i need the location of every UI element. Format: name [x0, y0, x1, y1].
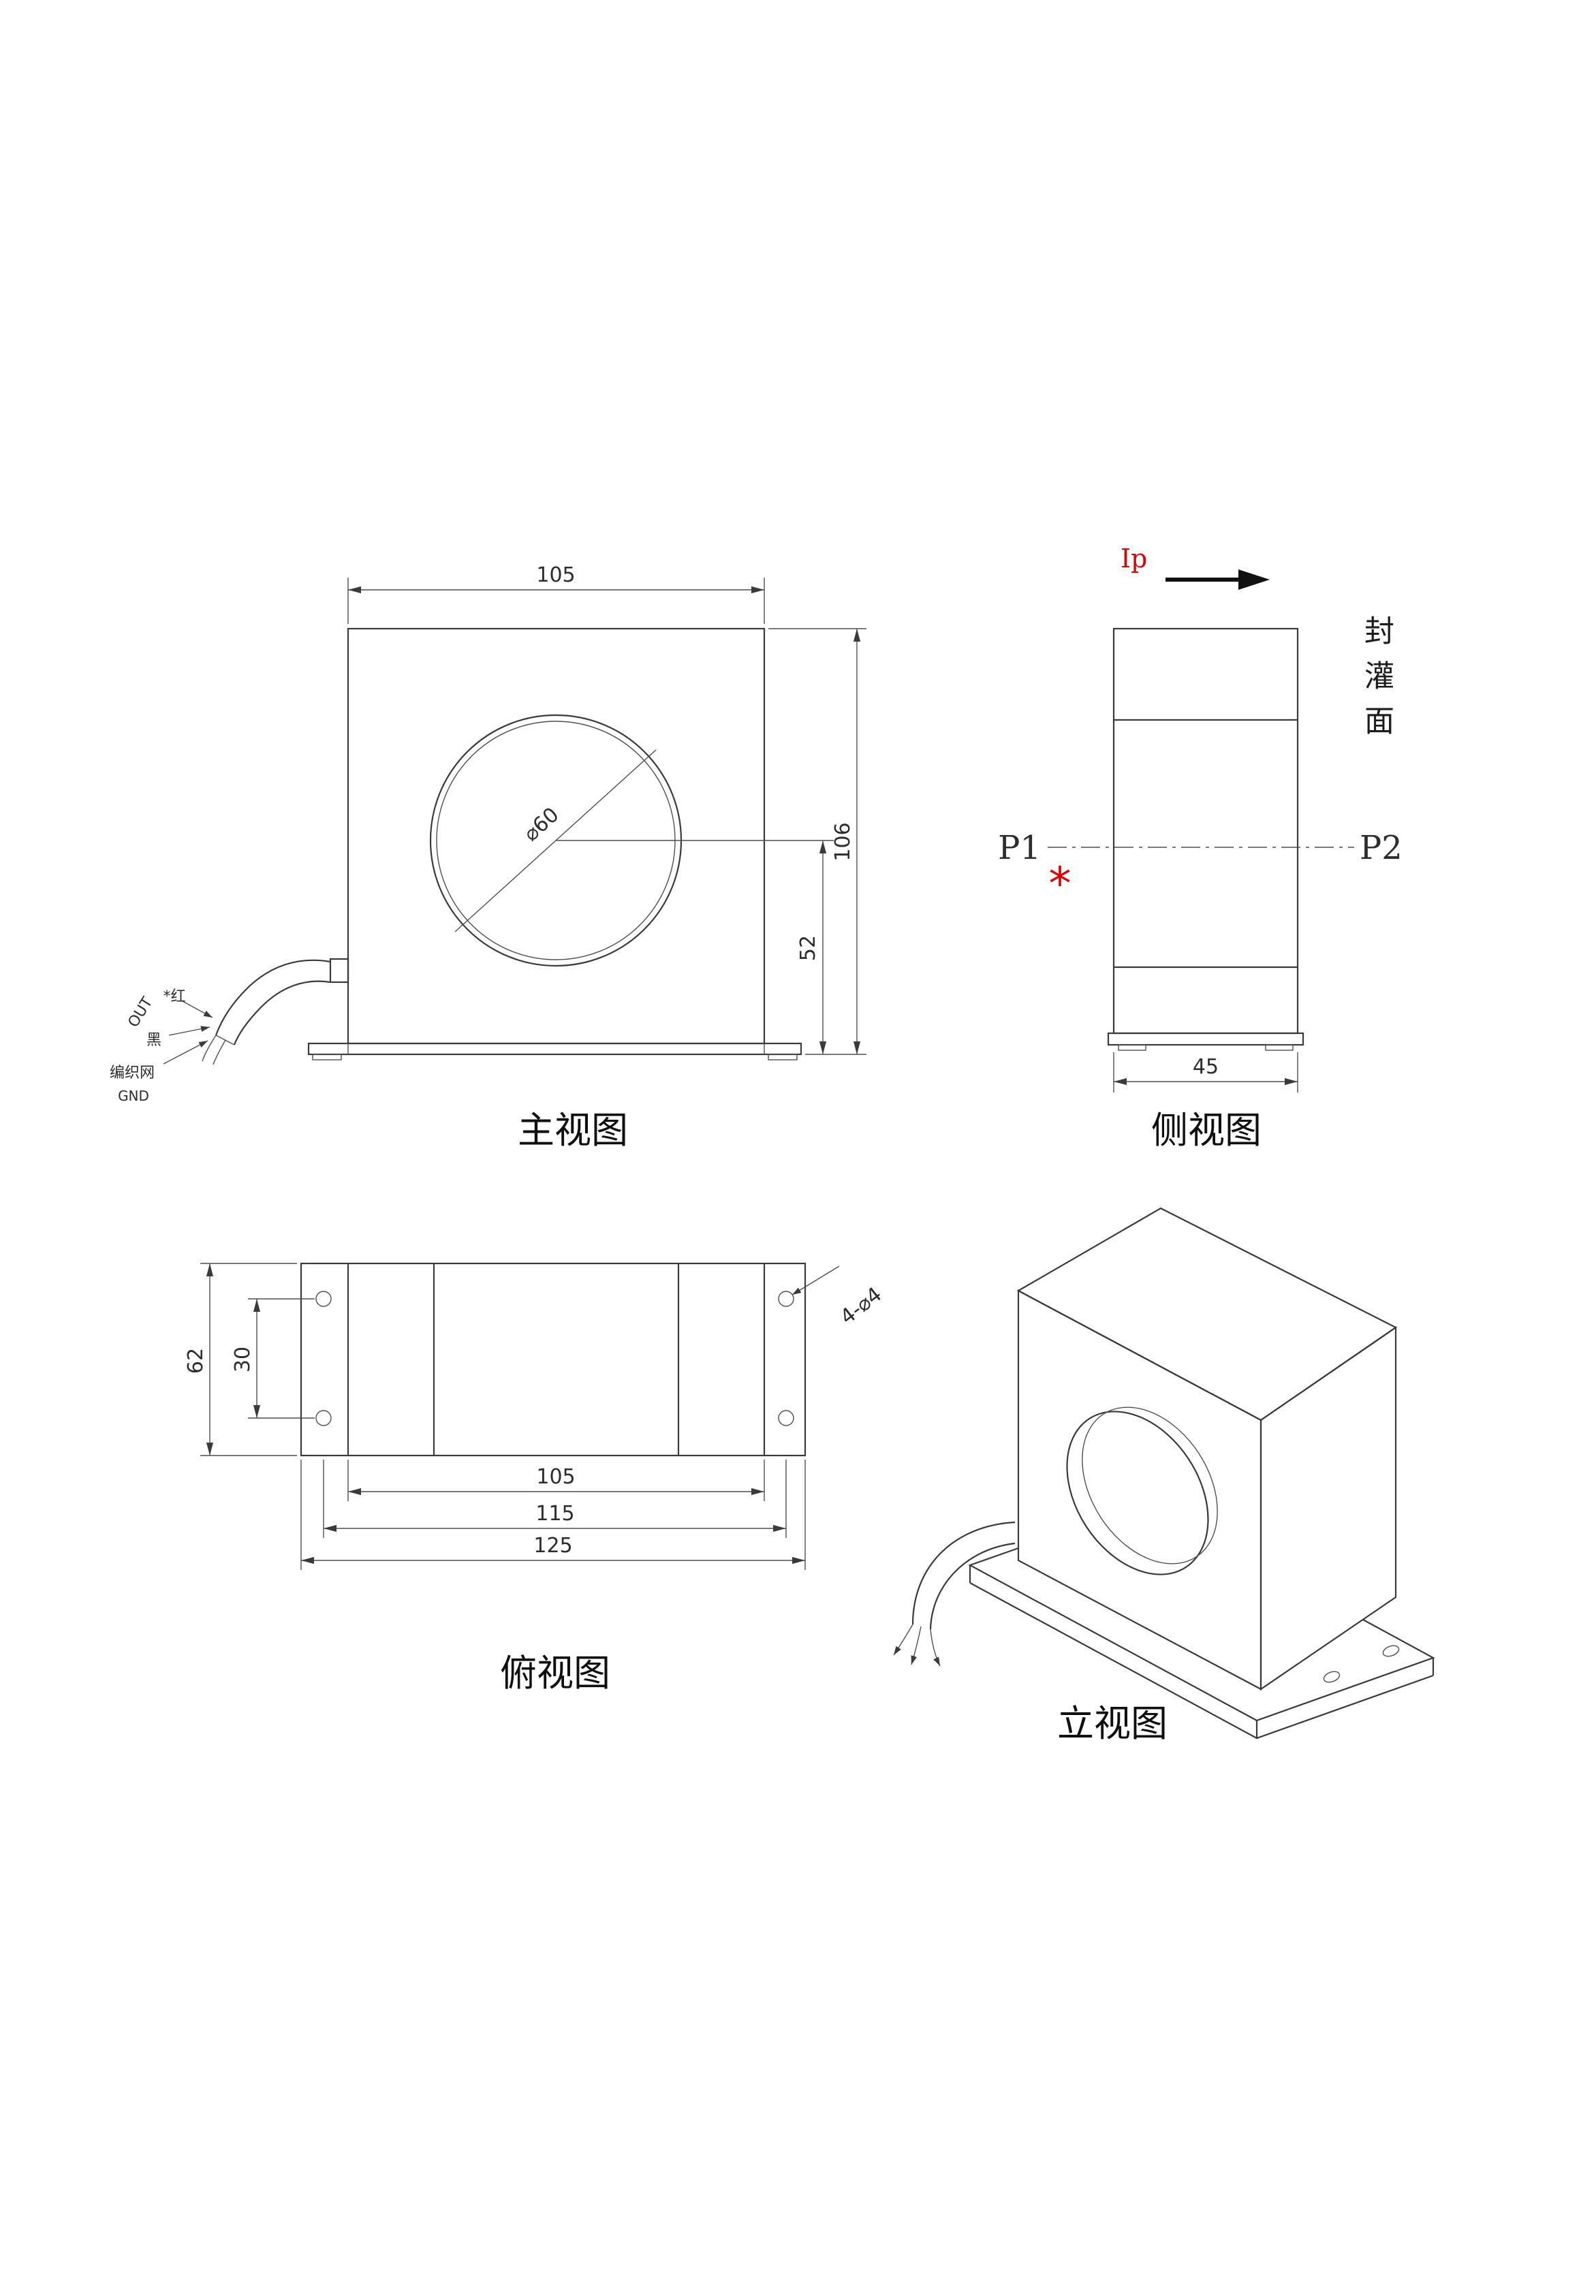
front-wire-leaders	[163, 1001, 213, 1065]
front-cable-gland	[329, 958, 349, 984]
side-dim-depth-label: 45	[1193, 1055, 1219, 1079]
front-base-foot-right	[768, 1054, 798, 1060]
front-label-out: OUT	[125, 994, 156, 1031]
iso-hole-ellipse-inner	[1082, 1406, 1218, 1564]
iso-top-face	[1016, 1207, 1398, 1421]
top-mount-hole-br	[778, 1410, 794, 1426]
top-dim-plate-width-label: 125	[533, 1534, 572, 1558]
top-dim-hole-span-label: 30	[231, 1347, 255, 1372]
side-base-foot-right	[1265, 1044, 1294, 1051]
front-dim-height-label: 106	[831, 822, 855, 861]
front-cable	[202, 958, 349, 1065]
side-current-label: Ip	[1121, 544, 1147, 573]
top-dim-plate-width: 125	[300, 1460, 806, 1570]
top-mount-hole-tl	[315, 1291, 332, 1307]
top-hole-callout: 4-⌀4	[792, 1265, 886, 1330]
iso-cable	[893, 1521, 1016, 1667]
front-base-foot-left	[312, 1054, 342, 1060]
iso-right-face	[1259, 1325, 1397, 1691]
front-dim-center-label: 52	[796, 935, 820, 961]
front-label-gnd: GND	[118, 1088, 149, 1104]
side-body-outline	[1112, 627, 1299, 1035]
top-dim-plate-depth-label: 62	[184, 1348, 208, 1374]
front-view: ⌀60 105 106 52	[110, 563, 866, 1152]
side-p1-label: P1	[998, 829, 1041, 867]
side-dim-depth: 45	[1113, 1052, 1298, 1092]
top-plate-outline	[300, 1262, 807, 1457]
iso-view: 立视图	[893, 1207, 1435, 1745]
side-base-foot-left	[1118, 1044, 1146, 1051]
iso-base-hole-2	[1382, 1645, 1400, 1657]
front-dim-width: 105	[347, 563, 765, 624]
current-direction-arrow	[1165, 569, 1270, 590]
top-dim-hole-span: 30	[231, 1298, 315, 1419]
side-base-plate	[1107, 1032, 1304, 1046]
front-base-plate	[307, 1042, 802, 1056]
top-mount-hole-tr	[778, 1291, 794, 1307]
top-dim-body-width-label: 105	[536, 1465, 575, 1489]
top-dim-hole-pitch-label: 115	[535, 1502, 574, 1526]
side-p2-label: P2	[1360, 829, 1403, 867]
iso-view-title: 立视图	[1057, 1702, 1168, 1745]
front-dim-center: 52	[556, 840, 834, 1054]
iso-hole-ellipse-outer	[1066, 1411, 1209, 1575]
front-dim-width-label: 105	[536, 563, 575, 587]
front-body-outline	[347, 627, 766, 1045]
iso-base-hole-1	[1323, 1671, 1341, 1683]
top-dim-hole-pitch: 115	[323, 1460, 787, 1538]
top-view: 62 30 4-⌀4 105 115	[184, 1262, 886, 1695]
top-dim-body-width: 105	[347, 1460, 765, 1501]
front-label-braid: 编织网	[110, 1065, 155, 1082]
top-mount-hole-bl	[315, 1410, 332, 1426]
top-dim-plate-depth: 62	[184, 1263, 297, 1456]
potting-surface-label: 封灌面	[1359, 615, 1394, 750]
iso-base-plate	[968, 1547, 1435, 1740]
top-hole-callout-label: 4-⌀4	[836, 1283, 886, 1330]
side-view-title: 侧视图	[1151, 1109, 1262, 1152]
front-view-title: 主视图	[518, 1109, 628, 1152]
front-hole-diameter-line	[454, 749, 657, 932]
front-dim-height: 106	[768, 628, 866, 1055]
front-label-black-wire: 黑	[146, 1032, 161, 1049]
front-label-red-wire: *红	[163, 988, 185, 1005]
side-star-mark: *	[1049, 858, 1071, 910]
top-view-title: 俯视图	[500, 1652, 610, 1695]
side-view: Ip P1 P2 * 45 侧视图	[998, 544, 1403, 1152]
